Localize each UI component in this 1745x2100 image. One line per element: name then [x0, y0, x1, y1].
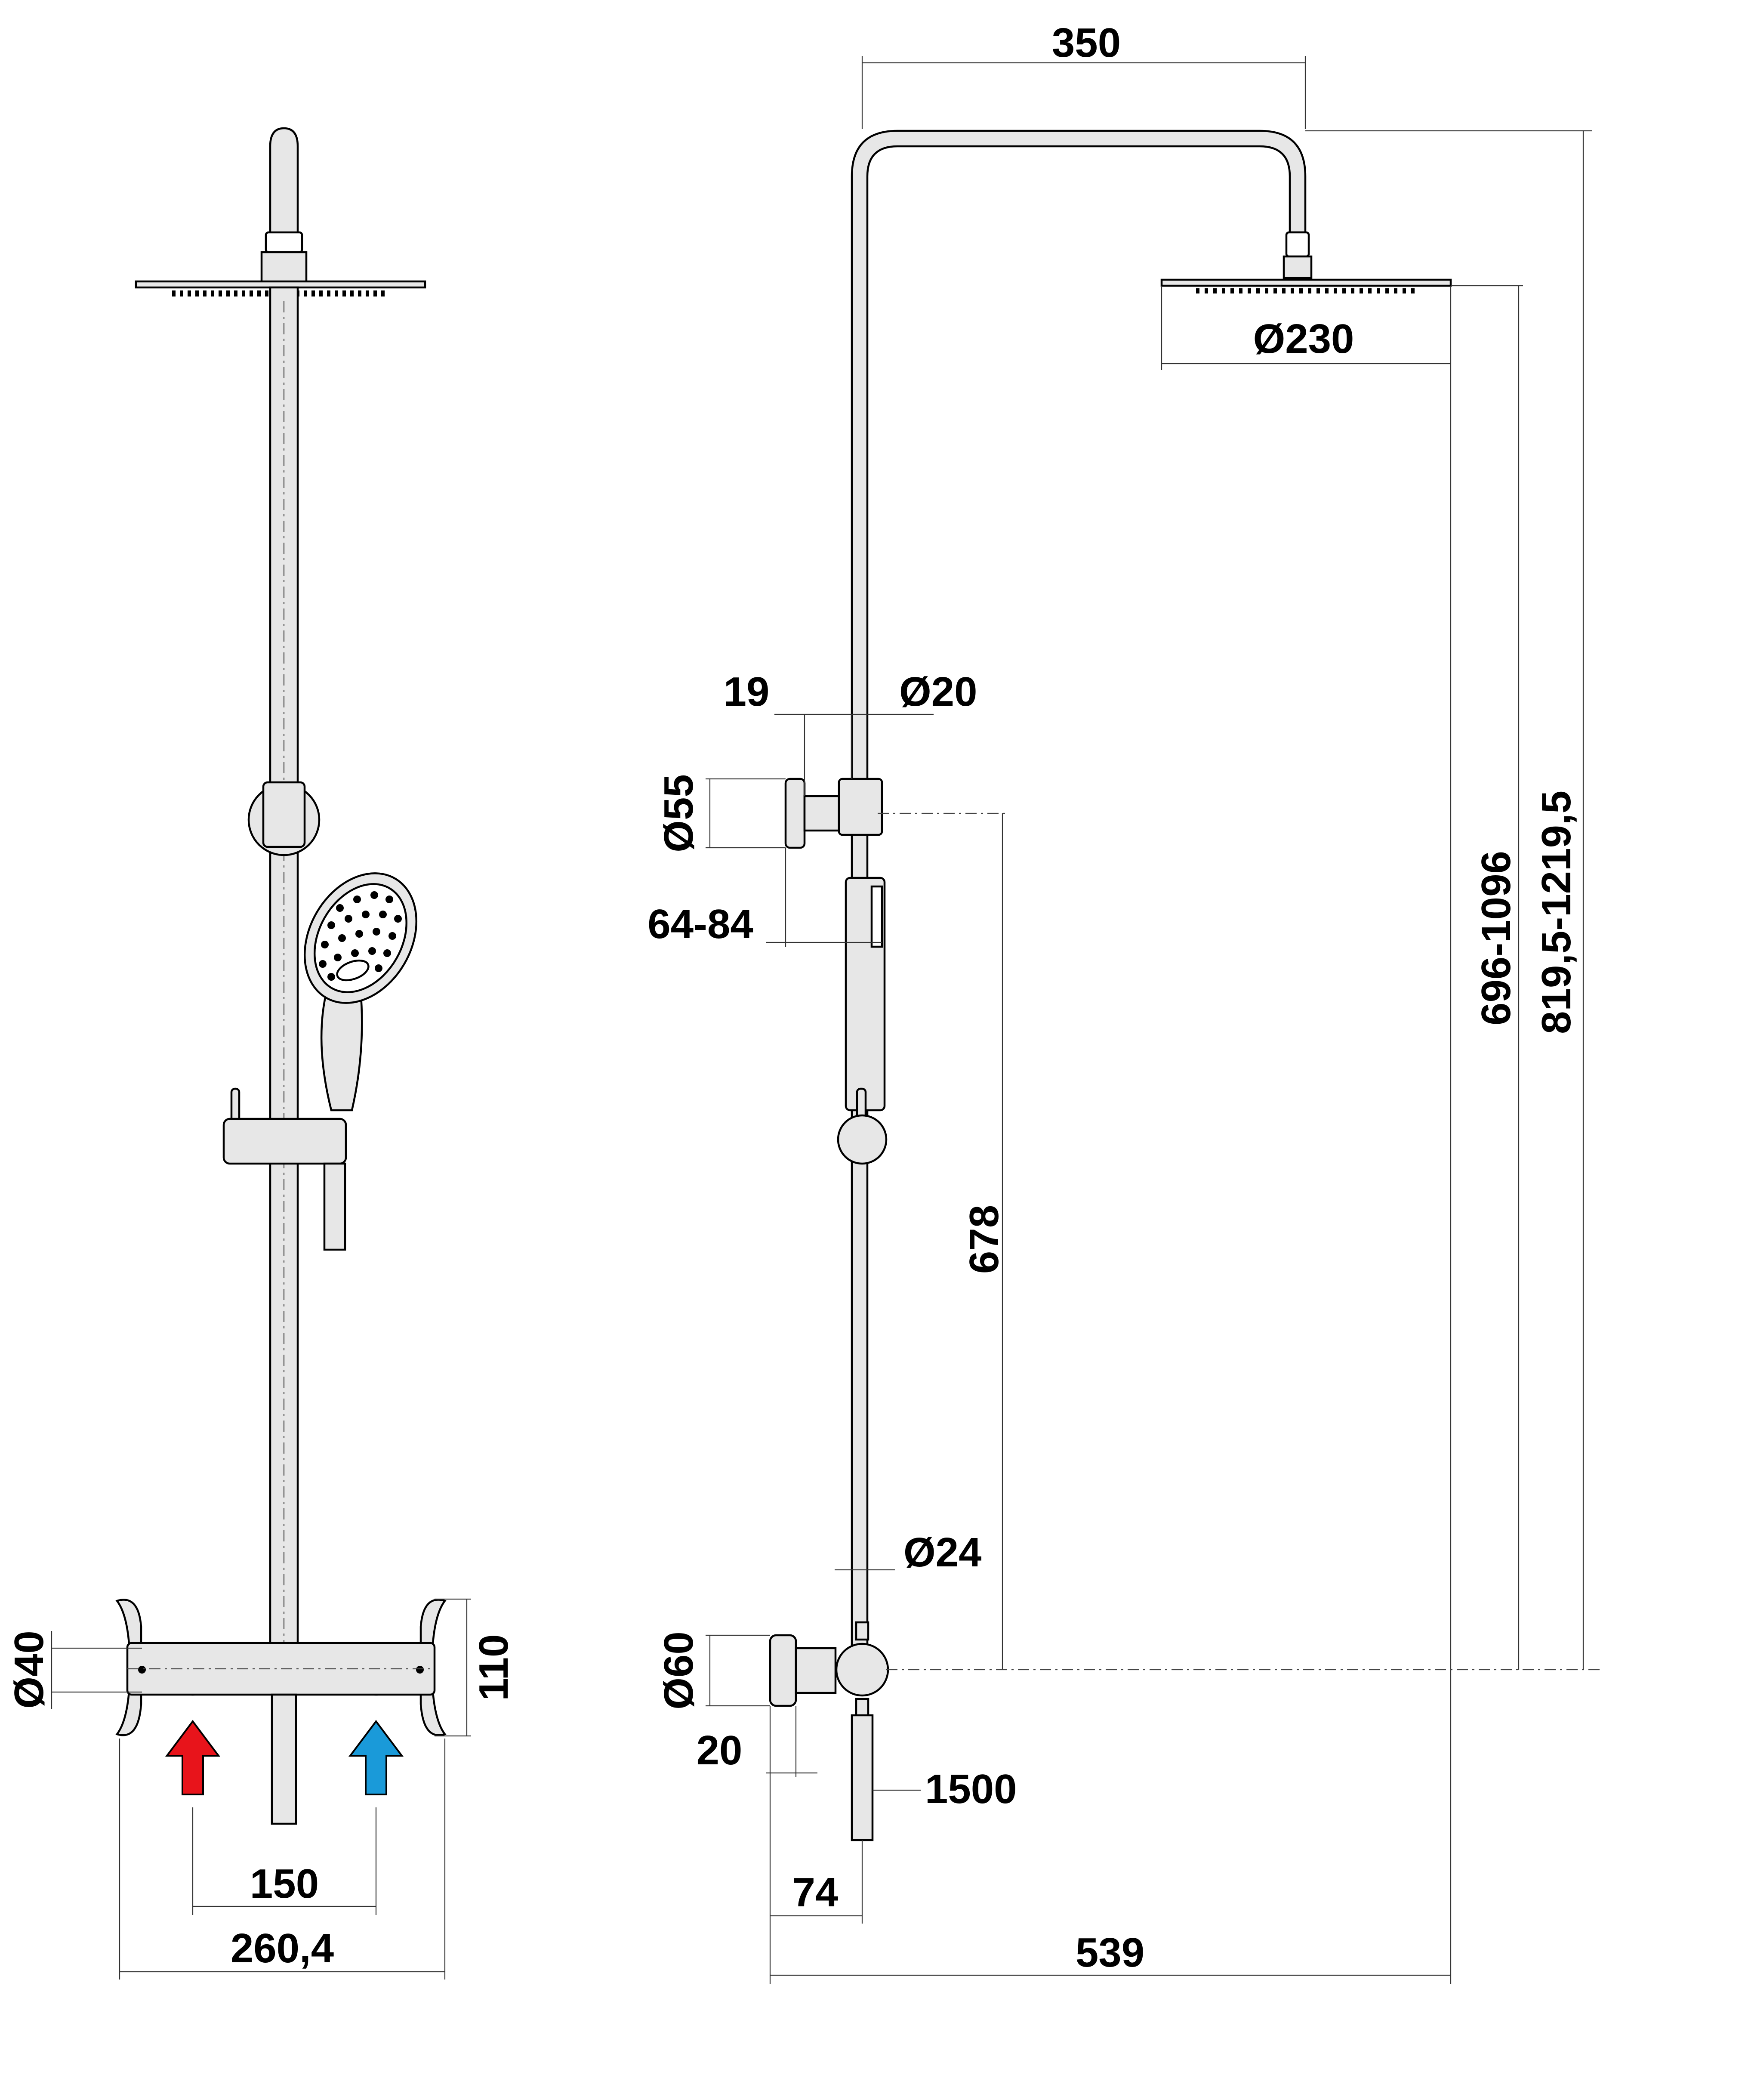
side-valve-knob — [769, 1634, 797, 1707]
dim-top-width: 350 — [1052, 20, 1121, 66]
dim-wall-offset: 74 — [792, 1869, 839, 1915]
connector-ring — [260, 251, 308, 284]
dim-height-max: 819,5-1219,5 — [1533, 791, 1579, 1034]
side-shower-plate — [1160, 278, 1452, 287]
front-view — [115, 127, 447, 1825]
side-holder-knob — [784, 778, 806, 849]
dim-hose-length: 1500 — [925, 1766, 1017, 1812]
dim-body-height: 110 — [471, 1634, 517, 1701]
dim-slide-length: 678 — [961, 1205, 1007, 1274]
slider-holder — [222, 1118, 347, 1165]
dim-rod-diameter: Ø20 — [899, 669, 977, 715]
side-connector-ring — [1283, 255, 1313, 279]
front-dimensions — [51, 1598, 471, 1980]
side-valve-body — [835, 1643, 889, 1697]
dimension-labels: 350 Ø230 19 Ø20 Ø55 64-84 678 696-1096 8… — [6, 20, 1579, 1976]
outlet-pipe — [271, 1693, 297, 1825]
dim-holder-depth: 64-84 — [647, 901, 753, 947]
dim-height-min: 696-1096 — [1473, 851, 1519, 1025]
side-slider-knob — [837, 1114, 888, 1165]
side-view — [769, 130, 1452, 1841]
hose — [323, 1162, 346, 1251]
hot-water-arrow-icon — [165, 1720, 220, 1795]
dim-valve-knob-diameter: Ø60 — [656, 1631, 702, 1709]
dim-pipe-diameter: Ø24 — [903, 1529, 981, 1575]
connector-nut — [265, 231, 303, 253]
dim-inlet-spacing: 150 — [250, 1861, 319, 1907]
side-connector-nut — [1285, 231, 1310, 258]
dim-body-width: 260,4 — [231, 1925, 334, 1971]
side-dimensions — [706, 56, 1600, 1984]
thermostatic-body — [115, 1599, 447, 1736]
hand-shower — [303, 872, 418, 1112]
dim-connection-diameter: Ø40 — [6, 1631, 52, 1708]
dim-head-diameter: Ø230 — [1253, 316, 1354, 362]
dim-holder-offset: 19 — [724, 669, 770, 715]
wall-bracket — [262, 781, 306, 848]
cold-water-arrow-icon — [348, 1720, 404, 1795]
side-holder — [838, 778, 883, 836]
shower-arm — [851, 130, 1307, 1662]
side-outlet — [851, 1714, 874, 1841]
riser-top — [269, 127, 299, 238]
dim-knob-diameter: Ø55 — [656, 774, 702, 852]
dim-valve-knob-depth: 20 — [697, 1727, 743, 1773]
dim-total-depth: 539 — [1076, 1930, 1144, 1976]
